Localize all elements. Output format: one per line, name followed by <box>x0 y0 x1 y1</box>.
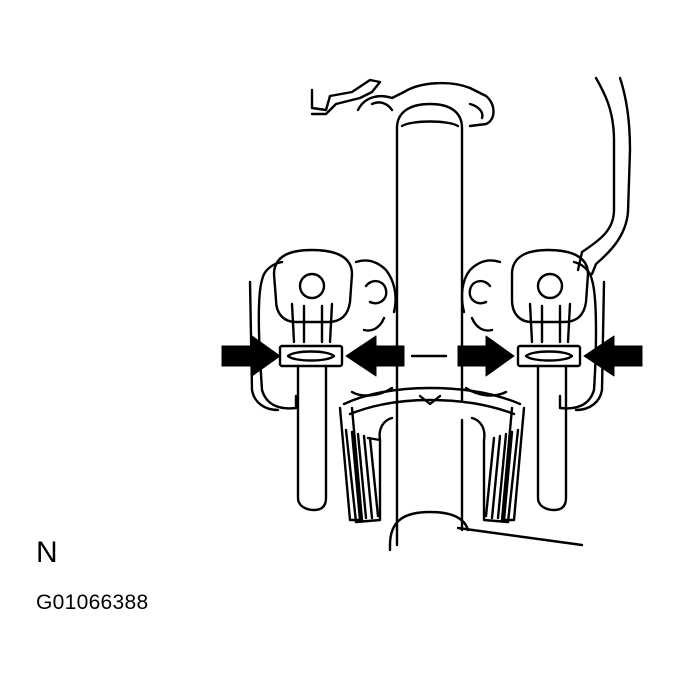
ground-line <box>456 526 584 547</box>
corner-mark-label: N <box>36 536 58 569</box>
figure-code-label: G01066388 <box>36 591 149 614</box>
brake-cable <box>576 76 616 272</box>
left-spring-coils <box>338 406 394 524</box>
spring-seat-arch-inner <box>348 398 516 416</box>
upper-support-outline <box>356 81 495 128</box>
left-mount-detail <box>362 279 388 332</box>
right-mount-plate <box>460 259 598 410</box>
right-spring-compressor <box>510 248 590 512</box>
right-mount-edge <box>574 280 606 412</box>
brake-cable-second <box>590 76 632 276</box>
shock-body-left <box>395 102 464 402</box>
left-spring-compressor <box>272 248 354 512</box>
right-outer-arrow <box>583 335 643 377</box>
right-inner-arrow <box>457 335 515 377</box>
left-inner-arrow <box>345 335 405 377</box>
seat-notch <box>418 394 442 406</box>
right-spring-coils <box>470 406 526 524</box>
shock-lower-cap <box>388 510 470 547</box>
upper-bracket-hook <box>310 78 382 116</box>
left-mount-edge <box>248 280 280 412</box>
left-mount-plate <box>257 259 397 410</box>
shock-top-seam <box>400 120 460 128</box>
right-mount-detail <box>468 279 494 332</box>
left-outer-arrow <box>221 335 281 377</box>
upper-support-inner <box>370 101 484 120</box>
